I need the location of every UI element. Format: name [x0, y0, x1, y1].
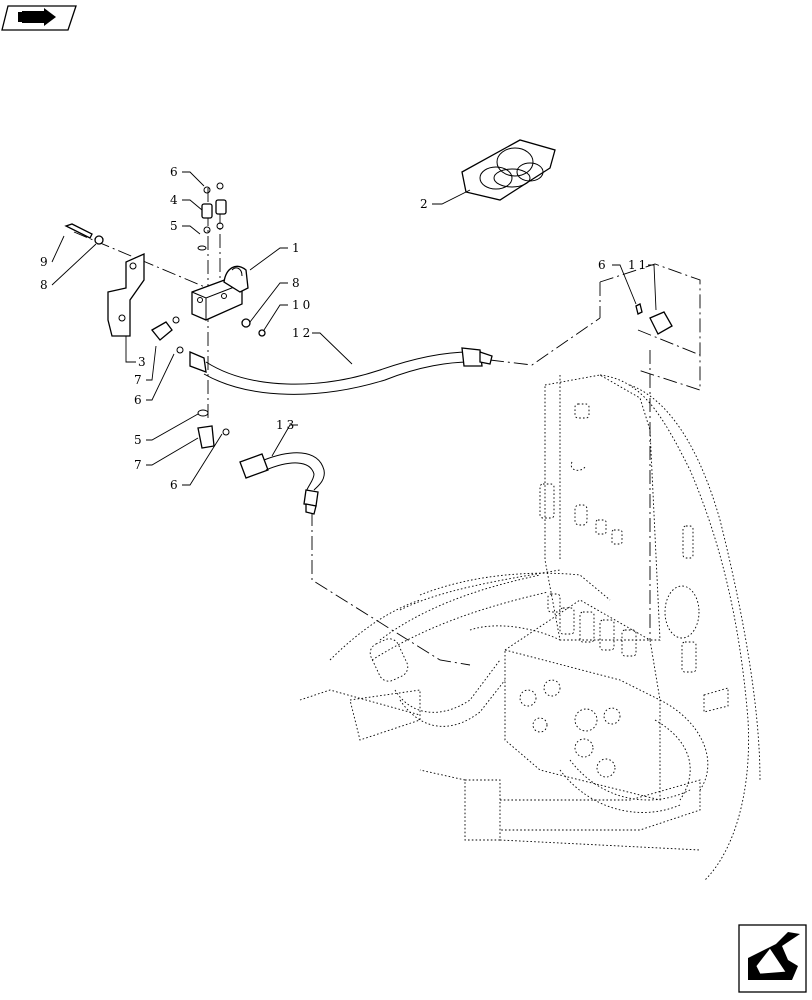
callout-5b: 5 [134, 433, 145, 447]
callout-6b: 6 [134, 393, 145, 407]
callout-12: 12 [292, 326, 313, 340]
callout-6a: 6 [170, 165, 181, 179]
mounting-bracket [107, 252, 145, 337]
leader-lines [51, 171, 657, 486]
machine-frame-background [299, 374, 761, 881]
callout-6d: 6 [598, 258, 609, 272]
hose-12 [189, 347, 493, 395]
callout-11: 11 [628, 258, 649, 272]
callout-13: 13 [276, 418, 297, 432]
callout-1: 1 [292, 241, 303, 255]
fittings [64, 182, 673, 449]
callout-5a: 5 [170, 219, 181, 233]
o-ring-kit [461, 139, 556, 201]
callout-7a: 7 [134, 373, 145, 387]
arrow-box-icon [748, 932, 800, 980]
callout-6c: 6 [170, 478, 181, 492]
hand-pointing-right-icon [18, 8, 56, 26]
callout-8b: 8 [292, 276, 303, 290]
callout-4: 4 [170, 193, 181, 207]
callout-9: 9 [40, 255, 51, 269]
next-page-button[interactable] [738, 924, 807, 993]
callout-2: 2 [420, 197, 431, 211]
callout-10: 10 [292, 298, 313, 312]
callout-3: 3 [138, 355, 149, 369]
callout-labels: 6 4 5 1 9 8 8 10 12 3 7 6 5 7 6 13 2 6 1… [40, 165, 649, 492]
hose-13 [239, 452, 325, 515]
callout-8a: 8 [40, 278, 51, 292]
prev-page-button[interactable] [1, 5, 77, 31]
callout-7b: 7 [134, 458, 145, 472]
valve-block [191, 265, 249, 321]
